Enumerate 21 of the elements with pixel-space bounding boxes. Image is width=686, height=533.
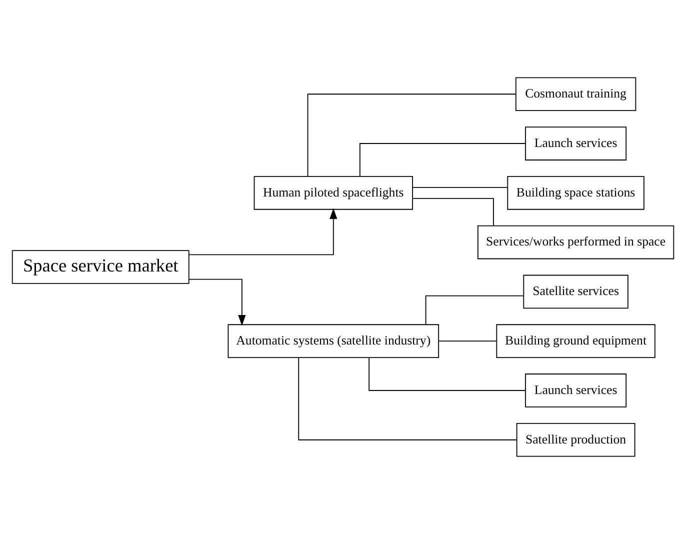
- node-box: Human piloted spaceflights: [254, 175, 413, 210]
- node-box: Services/works performed in space: [477, 224, 674, 259]
- connector: [307, 93, 516, 176]
- node-box: Launch services: [525, 373, 627, 407]
- connector: [412, 197, 494, 226]
- connector: [298, 356, 518, 440]
- node-box: Automatic systems (satellite industry): [228, 324, 440, 358]
- node-box: Satellite production: [516, 422, 636, 456]
- arrow: [188, 208, 338, 255]
- connector: [438, 340, 497, 342]
- connector: [368, 356, 526, 390]
- node-box: Space service market: [12, 250, 190, 284]
- node-box: Cosmonaut training: [515, 76, 636, 111]
- connector: [425, 294, 524, 324]
- node-box: Satellite services: [523, 274, 628, 308]
- connector: [359, 142, 526, 176]
- node-box: Building ground equipment: [496, 324, 656, 358]
- node-box: Building space stations: [507, 175, 644, 210]
- arrow: [188, 278, 246, 326]
- node-box: Launch services: [525, 126, 627, 160]
- connector: [412, 186, 508, 188]
